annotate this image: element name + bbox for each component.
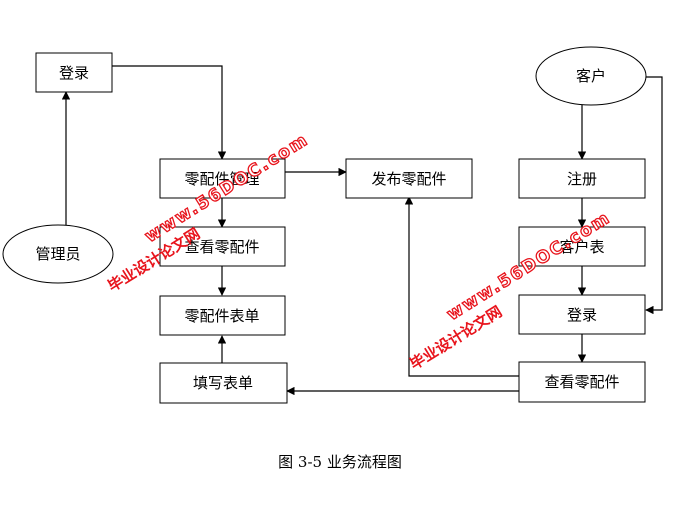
node-publish-parts-label: 发布零配件 (371, 170, 446, 188)
node-view-parts-admin-label: 查看零配件 (184, 238, 259, 256)
node-customer-table-label: 客户表 (559, 238, 604, 256)
node-fill-form-label: 填写表单 (193, 374, 253, 392)
node-fill-form: 填写表单 (159, 362, 288, 404)
node-login-customer: 登录 (518, 294, 646, 335)
edge-login-to-parts-manage (112, 65, 227, 160)
node-register-label: 注册 (567, 170, 597, 188)
watermark-left: 毕业设计论文网 www.56DOC.com (105, 129, 314, 295)
node-parts-manage-label: 零配件管理 (184, 170, 259, 188)
node-parts-form: 零配件表单 (159, 295, 286, 336)
node-customer-label: 客户 (576, 67, 606, 85)
edge-customer-to-login (642, 76, 663, 315)
node-login-admin: 登录 (35, 52, 113, 93)
node-login-customer-label: 登录 (567, 306, 597, 324)
node-admin: 管理员 (2, 224, 114, 284)
watermark-right: 毕业设计论文网 www.56DOC.com (407, 207, 616, 373)
node-register: 注册 (518, 158, 646, 199)
node-view-parts-admin: 查看零配件 (159, 226, 286, 267)
node-login-admin-label: 登录 (59, 64, 89, 82)
node-publish-parts: 发布零配件 (345, 158, 473, 199)
node-customer-table: 客户表 (518, 226, 646, 267)
node-parts-form-label: 零配件表单 (184, 307, 259, 325)
node-view-parts-customer: 查看零配件 (518, 361, 646, 403)
diagram-caption: 图 3-5 业务流程图 (278, 453, 402, 471)
node-customer: 客户 (535, 46, 647, 106)
node-admin-label: 管理员 (35, 245, 80, 263)
node-view-parts-customer-label: 查看零配件 (544, 373, 619, 391)
edges (61, 65, 663, 396)
edge-view-parts-to-publish (404, 196, 519, 377)
node-parts-manage: 零配件管理 (159, 158, 286, 199)
